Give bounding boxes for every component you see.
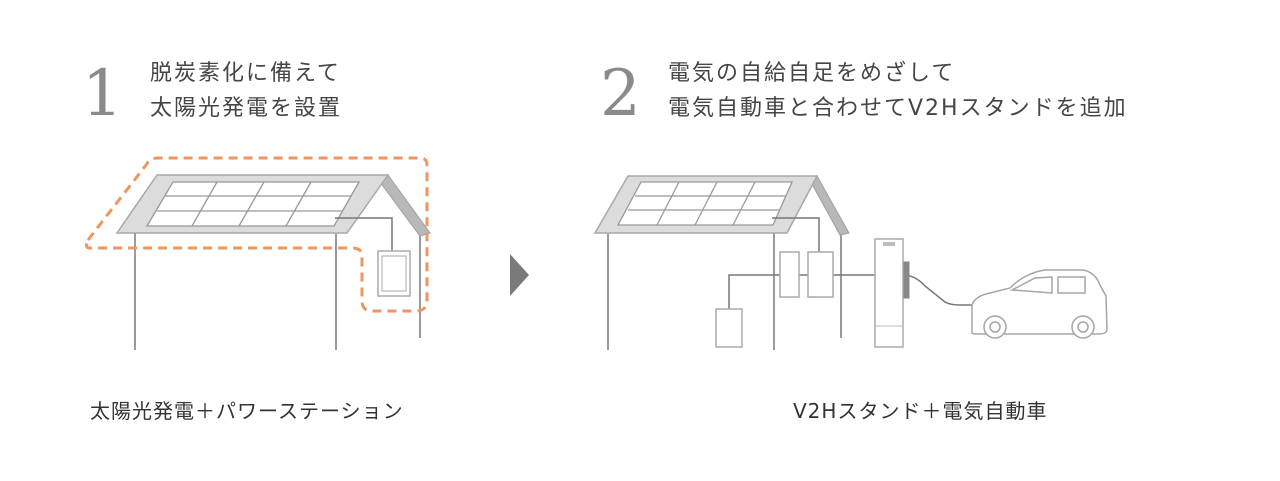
step1-caption: 太陽光発電＋パワーステーション [90, 399, 404, 423]
step1-heading-line1: 脱炭素化に備えて [150, 61, 341, 86]
step1-heading-line2: 太陽光発電を設置 [150, 96, 343, 121]
step2-heading-line2: 電気自動車と合わせてV2Hスタンドを追加 [668, 96, 1128, 121]
step1-heading: 脱炭素化に備えて 太陽光発電を設置 [150, 56, 342, 126]
power-conditioner [807, 251, 834, 298]
house-solar-illustration [84, 156, 431, 350]
house-v2h-illustration [593, 175, 1108, 350]
highlight-dashed-outline [84, 156, 429, 313]
storage-battery [715, 308, 743, 348]
next-arrow-icon [510, 254, 529, 296]
step2-number: 2 [600, 57, 641, 131]
solar-panel [145, 181, 361, 227]
distribution-board [779, 251, 800, 298]
electric-car [971, 269, 1108, 339]
step2-caption: V2Hスタンド＋電気自動車 [793, 399, 1048, 423]
step2-heading: 電気の自給自足をめざして 電気自動車と合わせてV2Hスタンドを追加 [668, 56, 1128, 126]
charging-connector [903, 261, 910, 299]
power-station [377, 250, 411, 297]
solar-panel [616, 181, 793, 226]
step2-heading-line1: 電気の自給自足をめざして [668, 61, 956, 86]
step1-number: 1 [82, 57, 123, 131]
v2h-stand [874, 238, 904, 348]
